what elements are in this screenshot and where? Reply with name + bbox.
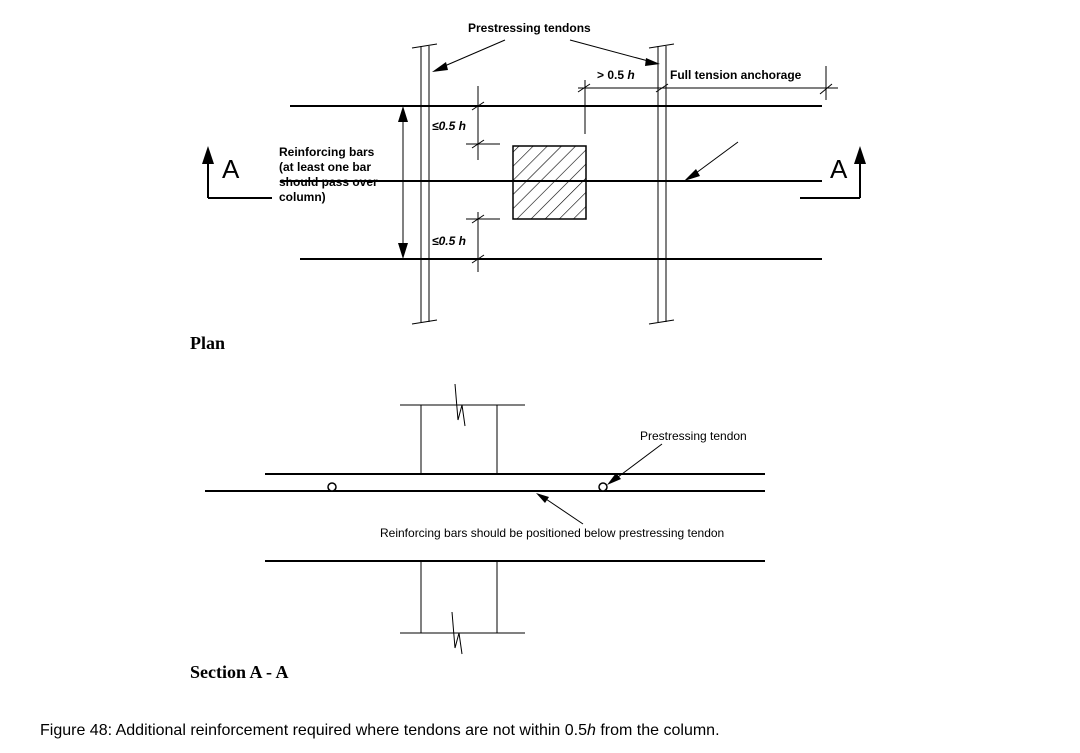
leader-reinforcing-right — [684, 141, 739, 181]
dim-le-half-h-bottom: ≤0.5 h — [432, 212, 500, 272]
leader-tendons — [432, 39, 660, 72]
column-below — [400, 561, 525, 655]
tendon-circle-right — [598, 482, 608, 492]
tendon-right — [648, 43, 675, 325]
section-view: Prestressing tendon Reinforcing bars sho… — [190, 383, 765, 682]
dim-reinforcement-width — [398, 106, 408, 259]
svg-text:A: A — [830, 154, 848, 184]
tendon-left — [411, 43, 438, 325]
section-marker-right: A — [800, 146, 866, 199]
label-reinforcing-bars: Reinforcing bars (at least one bar shoul… — [279, 145, 381, 204]
dim-full-anchorage: Full tension anchorage — [662, 66, 838, 100]
label-full-tension-anchorage: Full tension anchorage — [670, 68, 802, 82]
svg-text:≤0.5 h: ≤0.5 h — [432, 119, 466, 133]
svg-text:> 0.5 h: > 0.5 h — [597, 68, 635, 82]
section-marker-left: A — [202, 146, 272, 199]
plan-view: Prestressing tendons > 0.5 h Full tensio… — [190, 21, 866, 353]
svg-text:A: A — [222, 154, 240, 184]
heading-plan: Plan — [190, 333, 225, 353]
label-prestressing-tendons: Prestressing tendons — [468, 21, 591, 35]
heading-section: Section A - A — [190, 662, 289, 682]
tendon-circle-left — [327, 482, 337, 492]
dim-le-half-h-top: ≤0.5 h — [432, 86, 500, 160]
label-prestressing-tendon: Prestressing tendon — [640, 429, 747, 443]
figure-caption: Figure 48: Additional reinforcement requ… — [40, 722, 720, 739]
dim-gt-half-h: > 0.5 h — [577, 68, 670, 134]
leader-prestressing-tendon — [607, 443, 663, 485]
label-reinforcing-below: Reinforcing bars should be positioned be… — [380, 526, 724, 540]
leader-reinforcing-below — [536, 493, 584, 525]
column-hatched — [512, 145, 587, 220]
column-above — [400, 383, 525, 474]
svg-text:≤0.5 h: ≤0.5 h — [432, 234, 466, 248]
